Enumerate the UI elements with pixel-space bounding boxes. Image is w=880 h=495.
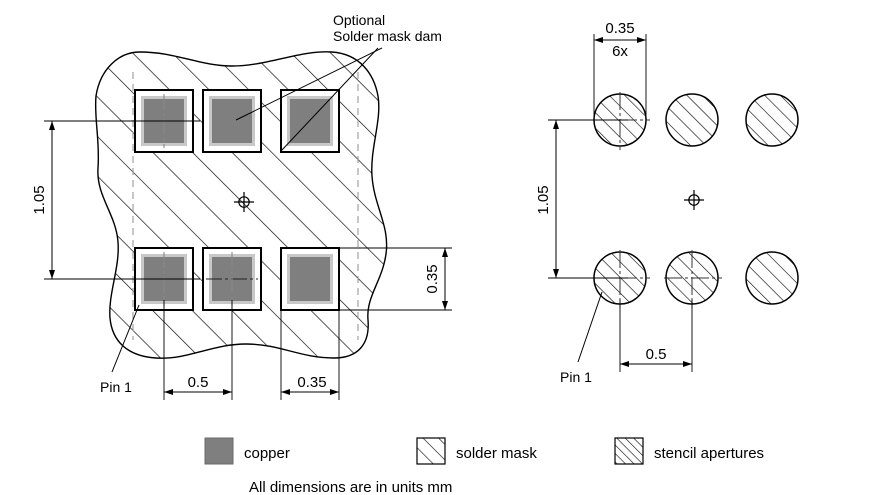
pad-top-2 [202, 89, 262, 153]
pin1-label-right: Pin 1 [560, 369, 592, 385]
aperture-top-3 [745, 93, 799, 147]
dimension-vertical-1-05-left: 1.05 [31, 120, 200, 280]
dimension-horizontal-0-5-left: 0.5 [163, 300, 233, 400]
legend-label-copper: copper [244, 445, 290, 462]
dimension-vertical-0-35-right: 0.35 [330, 247, 452, 311]
pin1-leader-left: Pin 1 [100, 304, 140, 395]
dim-label-vertical-pitch-right: 1.05 [535, 185, 552, 214]
dim-label-vertical-pitch-left: 1.05 [31, 185, 48, 214]
dimension-aperture-diameter: 0.35 6x [593, 20, 647, 120]
legend-label-solder-mask: solder mask [456, 445, 537, 462]
aperture-bottom-3 [745, 251, 799, 305]
legend-item-solder-mask: solder mask [416, 437, 537, 465]
legend-label-stencil-apertures: stencil apertures [654, 445, 764, 462]
right-stencil-view: 0.35 6x 1.05 0.5 Pin 1 [535, 20, 799, 385]
center-datum-marker-right [684, 190, 704, 210]
dimension-vertical-1-05-right: 1.05 [535, 119, 628, 279]
dimension-horizontal-0-35-left: 0.35 [280, 300, 340, 400]
dim-label-horizontal-pitch-left: 0.5 [188, 374, 209, 391]
dim-label-horizontal-pitch-right: 0.5 [646, 346, 667, 363]
center-datum-marker [234, 192, 254, 212]
pin1-label-left: Pin 1 [100, 379, 132, 395]
pad-bottom-3 [280, 247, 340, 311]
note-solder-mask-dam-line2: Solder mask dam [333, 28, 442, 44]
dimension-horizontal-0-5-right: 0.5 [619, 300, 693, 372]
dim-label-pad-height: 0.35 [424, 264, 441, 293]
dim-label-aperture-count: 6x [612, 43, 628, 60]
footer-units-note: All dimensions are in units mm [249, 479, 452, 495]
note-optional-line1: Optional [333, 12, 385, 28]
legend-item-stencil-apertures: stencil apertures [614, 437, 764, 465]
stencil-aperture-swatch [614, 437, 644, 465]
left-land-pattern-view: 1.05 0.35 0.5 0.35 [31, 12, 452, 400]
pin1-leader-right: Pin 1 [560, 291, 603, 385]
dim-label-pad-width: 0.35 [297, 374, 326, 391]
copper-swatch [204, 437, 234, 465]
construction-lines [132, 72, 359, 340]
solder-mask-dam-callout: Optional Solder mask dam [235, 12, 442, 151]
legend: copper solder mask stencil apertures [204, 437, 764, 465]
legend-item-copper: copper [204, 437, 290, 465]
solder-mask-swatch [416, 437, 446, 465]
aperture-top-2 [665, 93, 719, 147]
dim-label-aperture-diameter: 0.35 [605, 20, 634, 37]
